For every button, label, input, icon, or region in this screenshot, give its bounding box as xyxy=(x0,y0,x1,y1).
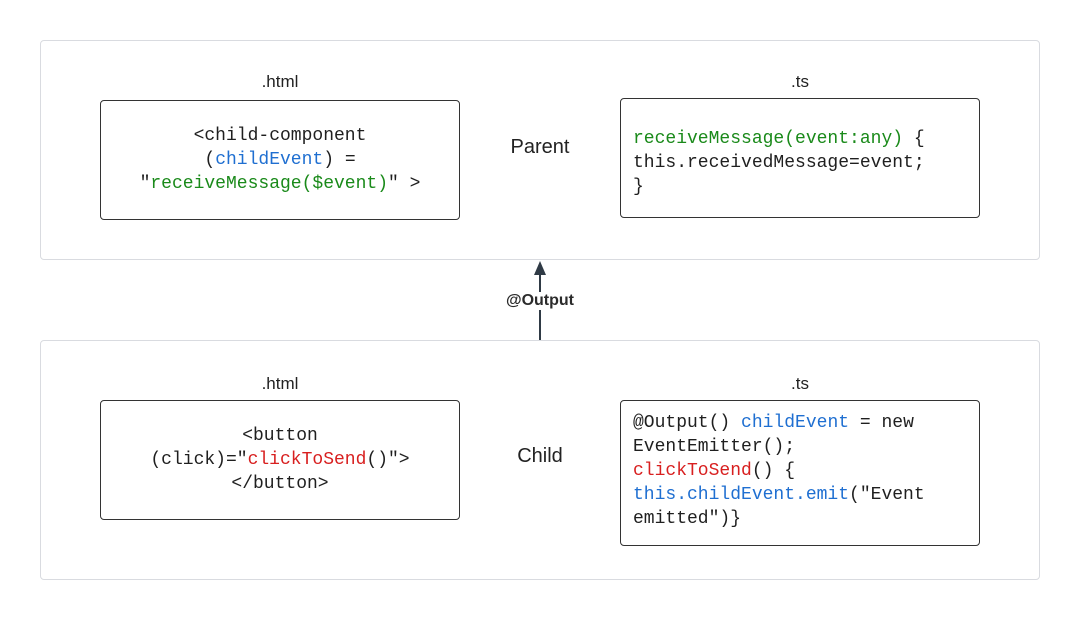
child-ts-label: .ts xyxy=(791,374,809,393)
parent-html-line-3: "receiveMessage($event)" > xyxy=(140,172,421,196)
quote-close: " > xyxy=(388,174,421,194)
brace-open: { xyxy=(903,129,925,149)
emit-call: this.childEvent.emit xyxy=(633,485,850,505)
parent-ts-label: .ts xyxy=(791,72,809,91)
parent-html-code-box: <child-component (childEvent) = "receive… xyxy=(100,100,460,220)
parent-html-line-1: <child-component xyxy=(193,126,367,146)
output-decorator: @Output() xyxy=(633,413,742,433)
parent-ts-line-2: this.receivedMessage=event; xyxy=(633,153,925,173)
child-ts-line-1: @Output() childEvent = new xyxy=(633,411,967,435)
parent-html-line-2: (childEvent) = xyxy=(204,148,355,172)
child-ts-line-3: clickToSend() { xyxy=(633,459,967,483)
parent-ts-line-1: receiveMessage(event:any) { xyxy=(633,127,967,151)
child-html-line-1: <button xyxy=(242,426,318,446)
click-to-send-method: clickToSend xyxy=(633,461,752,481)
receive-message-handler: receiveMessage($event) xyxy=(150,174,389,194)
child-ts-line-2: EventEmitter(); xyxy=(633,437,796,457)
parent-ts-line-3: } xyxy=(633,177,644,197)
click-binding: (click)=" xyxy=(150,450,248,470)
parent-html-label: .html xyxy=(261,72,299,91)
parent-role-label: Parent xyxy=(510,136,570,158)
child-role-label: Child xyxy=(517,445,563,467)
child-ts-line-5: emitted")} xyxy=(633,509,742,529)
click-to-send-handler: clickToSend xyxy=(247,450,367,470)
child-event-property: childEvent xyxy=(741,413,850,433)
paren-close-equals: ) = xyxy=(323,150,356,170)
child-html-label: .html xyxy=(261,374,299,393)
receive-message-method: receiveMessage(event:any) xyxy=(633,129,904,149)
child-html-line-2: (click)="clickToSend()"> xyxy=(150,448,409,472)
arrow-up-icon xyxy=(534,261,546,275)
quote-open: " xyxy=(139,174,151,194)
call-close: ()"> xyxy=(366,450,410,470)
emit-args-start: ("Event xyxy=(849,485,925,505)
parent-ts-code-box: receiveMessage(event:any) { this.receive… xyxy=(620,98,980,218)
child-html-code-box: <button (click)="clickToSend()"> </butto… xyxy=(100,400,460,520)
child-ts-line-4: this.childEvent.emit("Event xyxy=(633,483,967,507)
child-ts-code-box: @Output() childEvent = new EventEmitter(… xyxy=(620,400,980,546)
output-connector-label: @Output xyxy=(480,292,600,310)
child-html-line-3: </button> xyxy=(231,474,329,494)
child-event-binding: childEvent xyxy=(215,150,324,170)
paren-open: ( xyxy=(204,150,216,170)
method-open: () { xyxy=(751,461,796,481)
assign-new: = new xyxy=(849,413,914,433)
